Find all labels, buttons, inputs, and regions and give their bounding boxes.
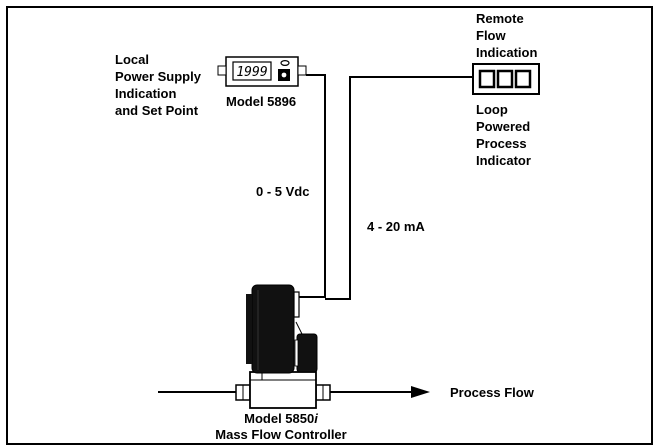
loop-indicator-label: Loop Powered Process Indicator <box>476 102 534 168</box>
remote-flow-line-3: Indication <box>476 45 537 60</box>
loop-indicator-line-3: Process <box>476 136 527 151</box>
mfc-base-block <box>249 371 317 409</box>
model-5850i-suffix: i <box>314 411 318 426</box>
process-flow-label: Process Flow <box>450 385 535 400</box>
mfc-signal-connector <box>293 291 300 318</box>
power-supply-readout: 1999 <box>236 65 267 80</box>
process-flow-arrow-icon <box>411 386 430 398</box>
mfc-valve-actuator <box>296 333 318 373</box>
local-power-supply-line-3: Indication <box>115 86 176 101</box>
model-5850i-label: Model 5850i <box>244 411 318 426</box>
process-indicator-digit-3 <box>514 69 532 89</box>
model-5896-label: Model 5896 <box>226 94 296 109</box>
local-power-supply-label: Local Power Supply Indication and Set Po… <box>115 52 205 118</box>
loop-indicator-line-1: Loop <box>476 102 508 117</box>
set-point-switch-icon <box>280 59 290 66</box>
loop-indicator-line-2: Powered <box>476 119 530 134</box>
local-power-supply-line-2: Power Supply <box>115 69 202 84</box>
process-indicator-unit <box>472 63 540 95</box>
local-power-supply-line-4: and Set Point <box>115 103 199 118</box>
process-indicator-digit-1 <box>478 69 496 89</box>
process-indicator-digit-2 <box>496 69 514 89</box>
loop-indicator-line-4: Indicator <box>476 153 531 168</box>
model-5850i-prefix: Model 5850 <box>244 411 314 426</box>
power-supply-tab-right <box>297 65 307 76</box>
remote-flow-line-1: Remote <box>476 11 524 26</box>
remote-flow-line-2: Flow <box>476 28 506 43</box>
power-supply-lcd <box>232 61 272 81</box>
set-point-knob-center-icon <box>281 72 287 78</box>
remote-flow-label: Remote Flow Indication <box>476 11 537 60</box>
mass-flow-controller-label: Mass Flow Controller <box>215 427 346 442</box>
power-supply-tab-left <box>217 65 227 76</box>
diagram-border <box>6 6 653 445</box>
local-power-supply-line-1: Local <box>115 52 149 67</box>
current-signal-label: 4 - 20 mA <box>367 219 425 234</box>
mass-flow-controller <box>235 284 331 409</box>
power-supply-unit: 1999 <box>217 56 307 87</box>
voltage-signal-label: 0 - 5 Vdc <box>256 184 309 199</box>
voltage-signal-wire <box>298 74 326 298</box>
current-signal-wire <box>325 76 473 300</box>
